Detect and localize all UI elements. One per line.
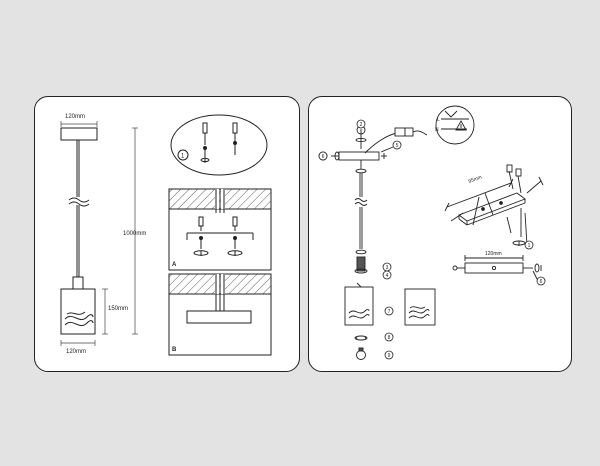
step-circles: [318, 119, 546, 360]
step-number: 8: [388, 335, 391, 341]
shade-width-label: 120mm: [66, 349, 86, 355]
step-number: 5: [396, 143, 399, 149]
step-number: 3: [386, 265, 389, 271]
assembly-panel: 2 6 5 3 4 7 8 9 1 6 L N 95mm 120mm: [308, 96, 572, 372]
anchor-callout: [170, 114, 268, 176]
wire-neutral-label: N: [435, 127, 439, 133]
step-number: 6: [322, 154, 325, 160]
step-number: 6: [540, 279, 543, 285]
step-number: 2: [360, 122, 363, 128]
assembly-exploded-view: [318, 105, 544, 360]
callout-number: 1: [181, 154, 185, 160]
canopy-width-label: 120mm: [65, 114, 85, 120]
step-number: 4: [386, 273, 389, 279]
dimensions-panel: 120mm 1000mm 150mm 120mm 1: [34, 96, 300, 372]
canopy-dim-label: 120mm: [485, 251, 502, 257]
shade-height-label: 150mm: [108, 306, 128, 312]
bracket-dim-label: 95mm: [468, 174, 483, 184]
lamp-side-view: [60, 127, 98, 335]
wire-live-label: L: [437, 117, 440, 123]
section-a-label: A: [172, 262, 177, 268]
total-height-label: 1000mm: [123, 231, 146, 237]
step-number: 9: [388, 353, 391, 359]
dimensions-drawing: 120mm 1000mm 150mm 120mm 1: [60, 114, 272, 356]
step-number: 7: [388, 309, 391, 315]
step-numbers: 2 6 5 3 4 7 8 9 1 6: [322, 122, 543, 359]
dimension-lines: [60, 121, 138, 346]
section-b-drawing: [168, 273, 272, 356]
section-a-drawing: [168, 188, 272, 271]
step-number: 1: [528, 243, 531, 249]
assembly-drawing: 2 6 5 3 4 7 8 9 1 6 L N 95mm 120mm: [318, 105, 546, 360]
section-b-label: B: [172, 347, 177, 353]
